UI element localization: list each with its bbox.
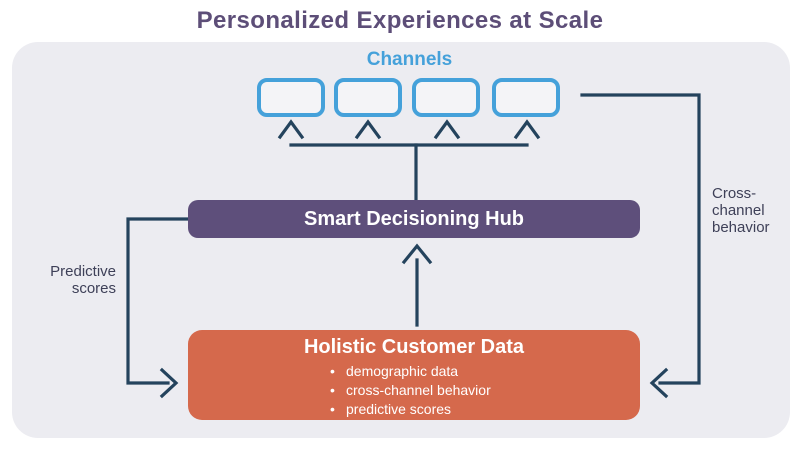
- label-line: channel: [712, 202, 765, 219]
- bullet-item: cross-channel behavior: [330, 381, 640, 400]
- holistic-customer-data-box: Holistic Customer Data demographic data …: [188, 330, 640, 420]
- channel-box-4: [492, 78, 560, 117]
- channels-label: Channels: [366, 49, 453, 70]
- label-line: scores: [71, 280, 116, 297]
- label-line: behavior: [712, 219, 770, 236]
- channel-box-2: [334, 78, 402, 117]
- bullet-item: predictive scores: [330, 400, 640, 419]
- hub-label: Smart Decisioning Hub: [303, 207, 525, 230]
- page-title: Personalized Experiences at Scale: [196, 7, 604, 34]
- channel-box-1: [257, 78, 325, 117]
- predictive-scores-label: Predictive scores: [28, 263, 116, 297]
- cross-channel-behavior-label: Cross- channel behavior: [712, 185, 792, 236]
- smart-decisioning-hub-box: Smart Decisioning Hub: [188, 200, 640, 238]
- customer-data-title: Holistic Customer Data: [303, 336, 525, 358]
- label-line: Predictive: [50, 263, 116, 280]
- label-line: Cross-: [712, 185, 757, 202]
- channel-box-3: [412, 78, 480, 117]
- customer-data-bullet-list: demographic data cross-channel behavior …: [330, 362, 640, 419]
- bullet-item: demographic data: [330, 362, 640, 381]
